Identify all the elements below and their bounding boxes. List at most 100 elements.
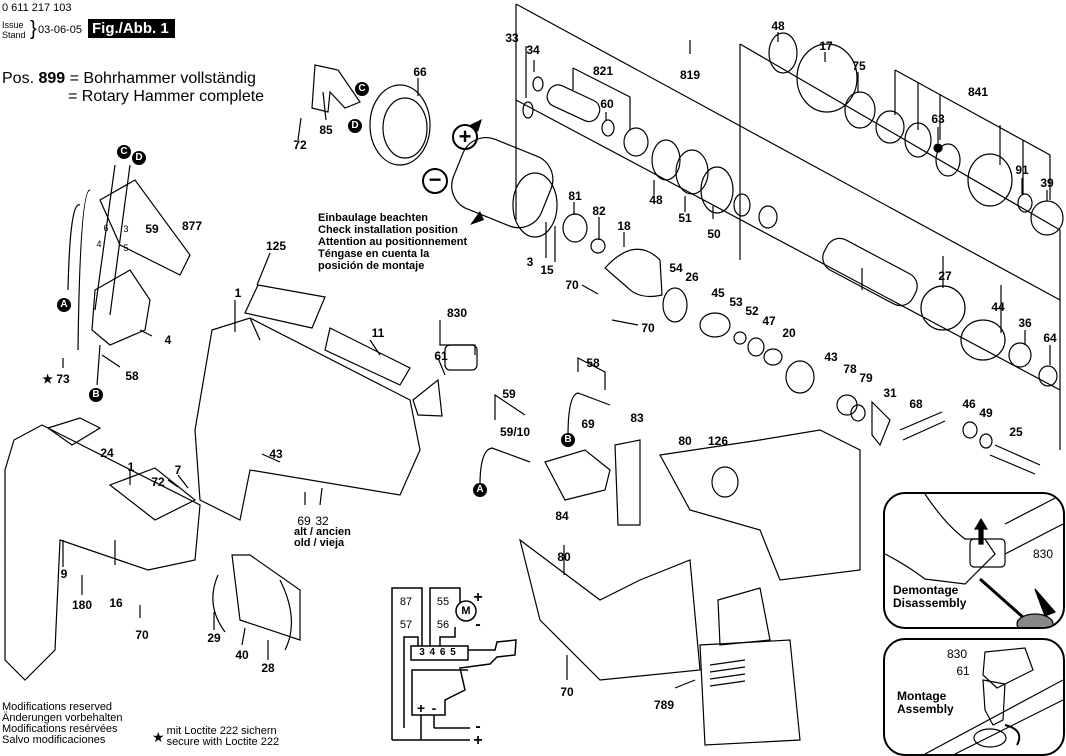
motor-minus-sign: - (475, 616, 481, 633)
callout-70: 70 (560, 685, 574, 699)
callout-36: 36 (1018, 316, 1032, 330)
wire-label-55: 55 (436, 596, 450, 608)
disassembly-illustration (885, 494, 1063, 627)
callout-28: 28 (261, 661, 275, 675)
callout-58: 58 (125, 369, 139, 383)
callout-80: 80 (557, 550, 571, 564)
install-note: Einbaulage beachten Check installation p… (318, 212, 467, 272)
callout-78: 78 (843, 362, 857, 376)
disassembly-title: Demontage Disassembly (893, 584, 966, 610)
callout-82: 82 (592, 204, 606, 218)
wire-label-87: 87 (399, 596, 413, 608)
brace-glyph: } (30, 18, 37, 40)
callout-44: 44 (991, 300, 1005, 314)
assembly-illustration (924, 647, 1063, 754)
issue-label-de: Stand (2, 30, 26, 40)
callout-79: 79 (859, 371, 873, 385)
callout-26: 26 (685, 270, 699, 284)
callout-69: 69 (297, 514, 311, 528)
connector-b-marker: B (89, 388, 103, 402)
callout-59: 59 (502, 387, 516, 401)
plus-symbol-icon: + (452, 124, 478, 150)
callout-40: 40 (235, 648, 249, 662)
install-note-line: Téngase en cuenta la (318, 248, 430, 260)
pos-line-de: = Bohrhammer vollständig (69, 70, 256, 87)
callout-59-10: 59/10 (499, 425, 531, 439)
wire-label-56: 56 (436, 619, 450, 631)
callout-18: 18 (617, 219, 631, 233)
callout-73: ★ 73 (42, 372, 70, 386)
pos-number: 899 (38, 70, 66, 87)
callout-27: 27 (938, 269, 952, 283)
callout-789: 789 (653, 698, 675, 712)
callout-180: 180 (71, 598, 93, 612)
terminal-minus-sign: - (431, 700, 437, 716)
star-icon: ★ (152, 729, 165, 745)
connector-d-marker: D (348, 119, 362, 133)
assembly-inset: 830 61 Montage Assembly (883, 638, 1065, 756)
issue-label: Issue Stand (2, 20, 26, 40)
supply-plus-sign: + (473, 732, 483, 749)
callout-61: 61 (434, 349, 448, 363)
callout-48: 48 (649, 193, 663, 207)
callout-34: 34 (526, 43, 540, 57)
switch-pin-label: 5 (123, 243, 129, 253)
callout-50: 50 (707, 227, 721, 241)
callout-830: 830 (446, 306, 468, 320)
pos-prefix: Pos. (2, 70, 35, 87)
modifications-line: Änderungen vorbehalten (2, 712, 123, 724)
connector-b-marker: B (561, 433, 575, 447)
connector-d-marker: D (132, 151, 146, 165)
loctite-note: ★ mit Loctite 222 sichern secure with Lo… (152, 726, 279, 748)
callout-24: 24 (100, 446, 114, 460)
callout-15: 15 (540, 263, 554, 277)
callout-59: 59 (145, 222, 159, 236)
assembly-title: Montage Assembly (897, 690, 954, 716)
callout-32: 32 (315, 514, 329, 528)
callout-52: 52 (745, 304, 759, 318)
callout-11: 11 (371, 326, 385, 340)
callout-85: 85 (319, 123, 333, 137)
callout-819: 819 (679, 68, 701, 82)
callout-25: 25 (1009, 425, 1023, 439)
callout-70: 70 (641, 321, 655, 335)
callout-125: 125 (265, 239, 287, 253)
callout-51: 51 (678, 211, 692, 225)
callout-877: 877 (181, 219, 203, 233)
supply-minus-sign: - (475, 718, 481, 735)
loctite-line-en: secure with Loctite 222 (166, 736, 280, 748)
callout-46: 46 (962, 397, 976, 411)
position-note: Pos. 899 = Bohrhammer vollständig = Rota… (2, 70, 264, 106)
figure-label: Fig./Abb. 1 (88, 19, 175, 38)
callout-3: 3 (526, 255, 534, 269)
loctite-line-de: mit Loctite 222 sichern (166, 725, 277, 737)
callout-58: 58 (586, 356, 600, 370)
assembly-title-en: Assembly (897, 702, 954, 716)
part-number: 0 611 217 103 (2, 2, 72, 14)
callout-69: 69 (581, 417, 595, 431)
motor-symbol-icon: M (461, 605, 471, 617)
modifications-note: Modifications reserved Änderungen vorbeh… (2, 702, 122, 746)
motor-plus-sign: + (473, 589, 483, 606)
callout-126: 126 (707, 434, 729, 448)
switch-pin-label: 6 (103, 223, 109, 233)
callout-81: 81 (568, 189, 582, 203)
callout-43: 43 (269, 447, 283, 461)
install-note-line: posición de montaje (318, 260, 425, 272)
callout-53: 53 (729, 295, 743, 309)
callout-60: 60 (600, 97, 614, 111)
callout-54: 54 (669, 261, 683, 275)
issue-label-en: Issue (2, 20, 24, 30)
callout-1: 1 (127, 460, 135, 474)
switch-pin-label: 4 (96, 239, 102, 249)
callout-43: 43 (824, 350, 838, 364)
old-version-line: old / vieja (294, 537, 345, 549)
issue-date: 03-06-05 (38, 24, 83, 36)
install-note-line: Attention au positionnement (318, 236, 468, 248)
terminal-labels: 3 4 6 5 (419, 647, 457, 658)
callout-1: 1 (234, 286, 242, 300)
terminal-plus-sign: + (416, 700, 426, 716)
inset-callout-830: 830 (946, 647, 968, 661)
callout-821: 821 (592, 64, 614, 78)
